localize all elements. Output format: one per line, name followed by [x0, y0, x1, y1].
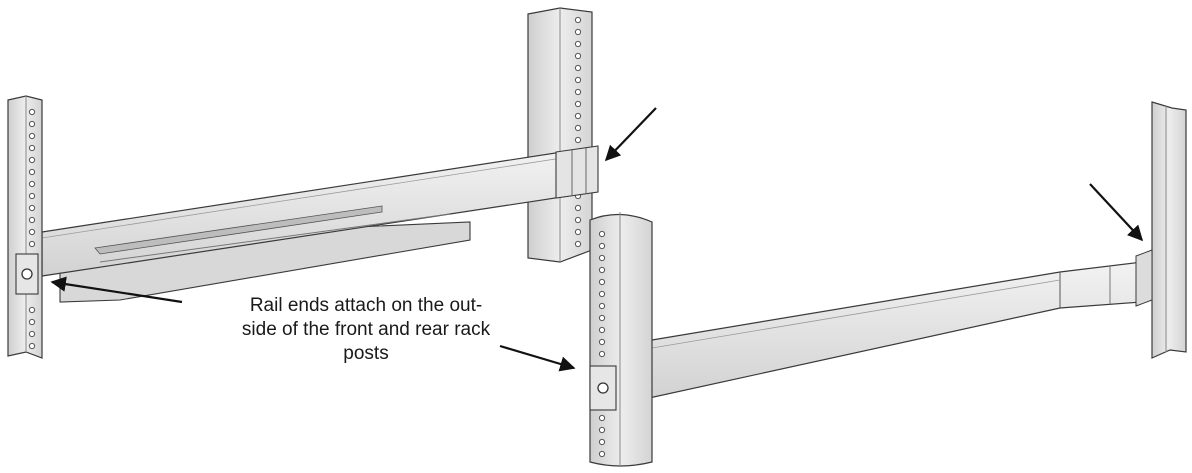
callout-text: Rail ends attach on the out- side of the…: [196, 294, 536, 366]
left-front-post-holes: [28, 108, 36, 350]
arrow-right-rear: [1089, 183, 1144, 242]
callout-line-3: posts: [343, 343, 389, 364]
callout-arrows: [50, 107, 1144, 372]
left-rear-post: [527, 7, 593, 263]
right-bracket-screw-icon: [597, 382, 609, 394]
right-front-post: [589, 212, 653, 467]
left-rail: [41, 145, 599, 303]
left-front-post: [7, 95, 43, 359]
left-bracket-screw-icon: [21, 268, 33, 280]
left-rear-post-holes: [574, 16, 582, 248]
arrow-right-front: [499, 344, 576, 372]
right-rear-post: [1135, 101, 1187, 359]
right-rail: [639, 261, 1143, 401]
callout-line-2: side of the front and rear rack: [241, 319, 491, 340]
right-front-post-holes: [598, 230, 606, 458]
arrow-left-front: [50, 276, 183, 304]
right-rail-end-bracket: [589, 365, 617, 411]
callout-line-1: Rail ends attach on the out-: [249, 295, 483, 316]
arrow-left-rear: [604, 107, 657, 162]
